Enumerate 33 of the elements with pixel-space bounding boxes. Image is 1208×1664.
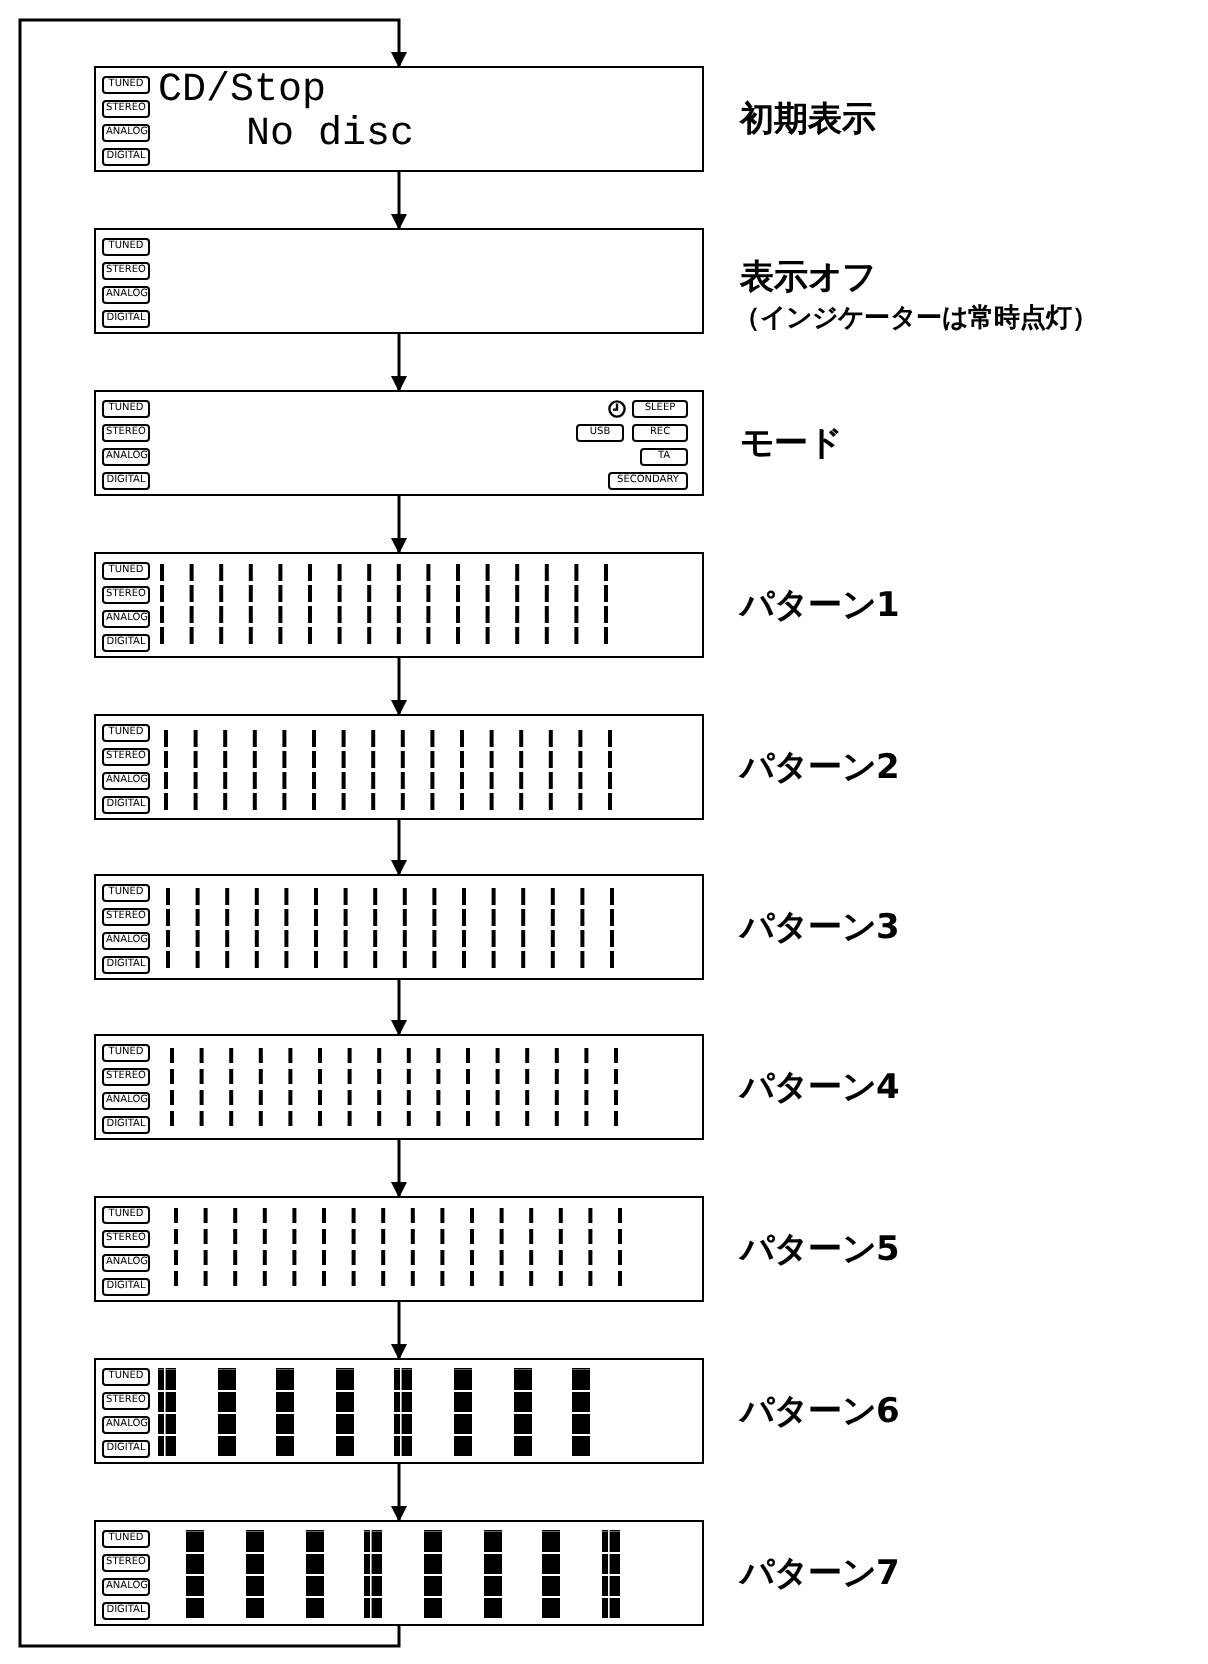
display-panel: [94, 552, 704, 658]
display-panel: [94, 66, 704, 172]
step-label: パターン6: [740, 1389, 900, 1435]
display-text: No disc: [246, 114, 415, 158]
display-panel: [94, 714, 704, 820]
display-text: CD/Stop: [158, 70, 329, 114]
arrow: [391, 1464, 407, 1522]
step-label: パターン5: [740, 1227, 900, 1273]
step-label: パターン3: [740, 905, 900, 951]
display-panel: [94, 1034, 704, 1140]
arrow: [18, 18, 407, 1648]
step-label: 表示オフ: [740, 255, 878, 301]
step-label: モード: [740, 421, 842, 467]
arrow: [391, 820, 407, 876]
display-panel: [94, 390, 704, 496]
display-panel: [94, 1196, 704, 1302]
step-label: パターン4: [740, 1065, 900, 1111]
step-label: （インジケーターは常時点灯）: [734, 301, 1098, 337]
arrow: [391, 1140, 407, 1198]
step-label: パターン7: [740, 1551, 900, 1597]
arrow: [391, 1302, 407, 1360]
step-label: 初期表示: [740, 97, 876, 143]
step-label: パターン1: [740, 583, 900, 629]
display-panel: [94, 1358, 704, 1464]
display-panel: [94, 1520, 704, 1626]
arrow: [391, 496, 407, 554]
arrow: [391, 334, 407, 392]
display-panel: [94, 874, 704, 980]
arrow: [391, 980, 407, 1036]
arrow: [391, 658, 407, 716]
display-panel: [94, 228, 704, 334]
arrow: [391, 172, 407, 230]
step-label: パターン2: [740, 745, 900, 791]
